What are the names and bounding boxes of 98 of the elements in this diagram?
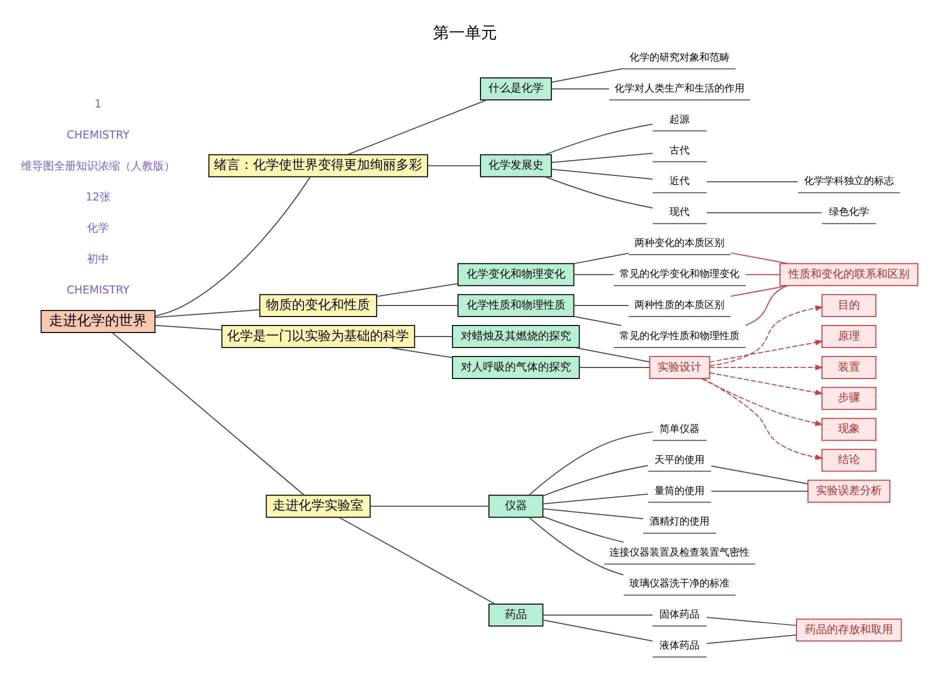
label: 初中 [87,252,110,265]
connector [376,304,458,306]
arrow [709,339,824,362]
connector [710,490,808,492]
node-box: 实验设计 [649,355,710,378]
connector [706,634,797,644]
node-box: 对人呼吸的气体的探究 [452,355,580,378]
node-box: 绪言：化学使世界变得更加绚丽多彩 [208,154,428,177]
node-box: 结论 [821,448,876,472]
connector [542,515,624,542]
node-text: 现代 [670,206,690,218]
label: 1 [94,97,102,110]
connector [551,88,610,89]
arrow [709,372,824,395]
connector [551,67,624,82]
connector [528,430,653,496]
node-text: 化学对人类生产和生活的作用 [614,82,745,94]
connector [573,274,614,275]
node-box: 化学变化和物理变化 [458,262,574,286]
connector [745,274,780,275]
node-text: 连接仪器装置及检查装置气密性 [610,547,750,558]
connector [542,619,653,641]
node-box: 性质和变化的联系和区别 [780,262,918,286]
node-box: 化学性质和物理性质 [458,294,574,317]
node-text: 量筒的使用 [654,485,705,496]
node-text: 古代 [670,144,690,156]
connector [706,616,797,626]
node-box: 步骤 [821,386,876,410]
node-box: 实验误差分析 [807,479,890,502]
node-box: 化学发展史 [480,154,552,177]
node-text: 起源 [670,114,690,125]
node-box: 化学是一门以实验为基础的科学 [221,324,416,348]
connector [544,176,654,208]
label: 12张 [86,190,111,204]
label: 化学 [87,220,110,234]
node-text: 常见的化学变化和物理变化 [620,268,740,280]
arrow [709,364,824,370]
node-text: 绿色化学 [828,206,869,218]
connector [710,465,808,484]
connector [542,493,649,504]
connector [388,346,453,358]
connector [542,508,644,519]
connector [370,505,490,506]
node-box: 走进化学的世界 [40,310,156,332]
node-box: 什么是化学 [480,76,552,100]
node-box: 药品 [488,603,544,626]
arrow [709,304,824,366]
node-text: 简单仪器 [660,423,700,434]
diagram-title: 第一单元 [433,22,497,42]
connector [154,176,311,316]
connector [544,123,654,155]
connector [542,464,649,496]
connector [574,346,650,362]
node-text: 近代 [670,176,690,187]
connector [154,308,260,318]
connector [154,324,222,330]
connector [578,366,650,368]
node-box: 走进化学实验室 [266,494,371,518]
node-text: 液体药品 [660,640,700,652]
label: 维导图全册知识浓缩（人教版） [21,159,176,172]
connector [112,332,305,496]
node-box: 目的 [821,294,876,317]
node-text: 两种变化的本质区别 [634,238,725,249]
connector [706,212,822,213]
connector [338,516,496,604]
connector [427,164,481,166]
connector [730,284,789,296]
connector [542,614,653,616]
node-text: 酒精灯的使用 [650,516,710,528]
node-box: 现象 [821,417,876,440]
node-text: 天平的使用 [654,454,705,466]
node-box: 对蜡烛及其燃烧的探究 [452,324,580,348]
connector [744,284,788,326]
node-box: 药品的存放和取用 [796,618,902,642]
arrow [700,378,824,426]
node-box: 仪器 [488,494,544,518]
node-text: 常见的化学性质和物理性质 [620,330,740,342]
node-text: 固体药品 [660,609,700,620]
node-text: 两种性质的本质区别 [634,300,725,311]
connector [573,252,630,264]
node-box: 物质的变化和性质 [259,294,378,317]
node-box: 原理 [821,324,876,348]
label: CHEMISTRY [66,128,130,142]
arrow [702,378,824,460]
connector [528,516,624,575]
connector [551,152,654,163]
label: CHEMISTRY [66,282,130,296]
connector [706,180,798,182]
connector [551,168,654,180]
node-text: 化学的研究对象和范畴 [630,52,730,63]
node-text: 化学学科独立的标志 [804,176,894,187]
connector [376,282,458,296]
connector [730,252,789,264]
connector [573,304,630,306]
connector [346,98,488,155]
node-text: 玻璃仪器洗干净的标准 [630,578,730,590]
node-box: 装置 [821,355,876,378]
connector [573,315,622,326]
